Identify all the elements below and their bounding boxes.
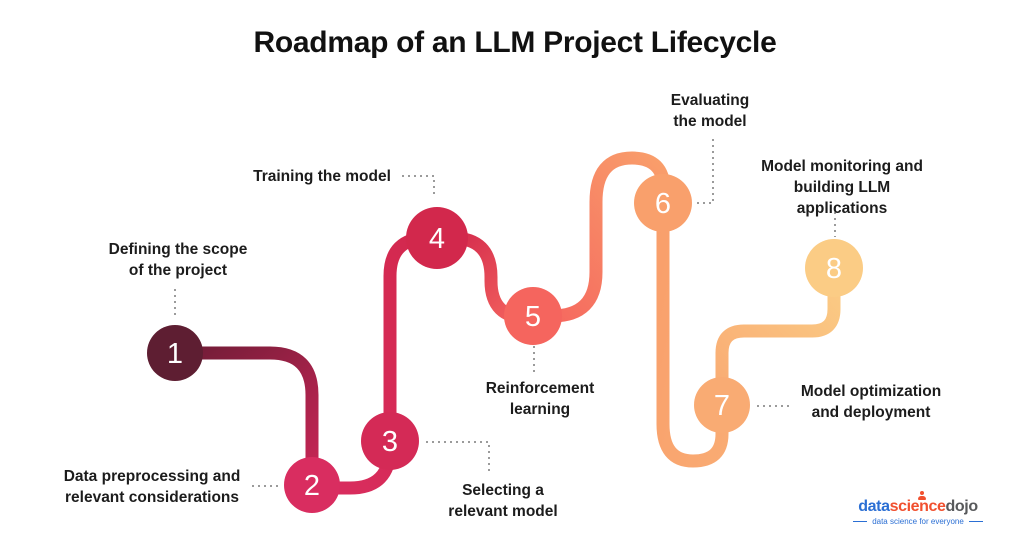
route-segment-5-6 [533,151,671,323]
logo-word-dojo: dojo [945,498,979,515]
step-7-label: Model optimization and deployment [800,383,942,421]
person-icon [918,491,926,500]
step-8-circle [805,239,863,297]
route-path [175,151,841,495]
logo-tagline-row: data science for everyone [848,517,988,526]
step-2-circle [284,457,340,513]
connector-step-4 [402,175,435,197]
step-circles [147,174,863,513]
step-6-label: Evaluating the model [670,92,750,130]
step-4-circle [406,207,468,269]
step-2-number: 2 [304,470,320,502]
route-segment-6-7 [656,203,729,468]
step-5-label: Reinforcement learning [485,380,595,418]
step-5-circle [504,287,562,345]
datasciencedojo-logo: datasciencedojo data science for everyon… [848,491,988,526]
step-1-circle [147,325,203,381]
connector-step-6 [697,137,714,204]
connector-step-3 [426,441,490,472]
step-2-label: Data preprocessing and relevant consider… [63,468,241,506]
step-3-number: 3 [382,426,398,458]
step-8-label: Model monitoring and building LLM applic… [761,158,923,217]
logo-tagline: data science for everyone [872,517,964,526]
page-title: Roadmap of an LLM Project Lifecycle [253,26,777,59]
logo-word-data: data [858,498,890,515]
route-segment-1-2 [175,346,319,485]
step-6-circle [634,174,692,232]
step-3-label: Selecting a relevant model [448,482,558,520]
step-7-circle [694,377,750,433]
step-6-number: 6 [655,188,671,220]
label-connectors [174,137,836,487]
step-7-number: 7 [714,390,730,422]
step-5-number: 5 [525,301,541,333]
step-numbers: 1 2 3 4 5 6 7 8 [167,188,842,502]
tagline-dash-left [853,520,868,523]
step-4-number: 4 [429,223,445,255]
step-1-label: Defining the scope of the project [108,241,248,279]
step-8-number: 8 [826,253,842,285]
logo-word-science: science [889,498,946,515]
tagline-dash-right [968,520,983,523]
step-4-label: Training the model [253,168,391,185]
route-segment-7-8 [715,270,841,405]
step-1-number: 1 [167,338,183,370]
step-3-circle [361,412,419,470]
logo-wordmark: datasciencedojo [848,491,988,516]
